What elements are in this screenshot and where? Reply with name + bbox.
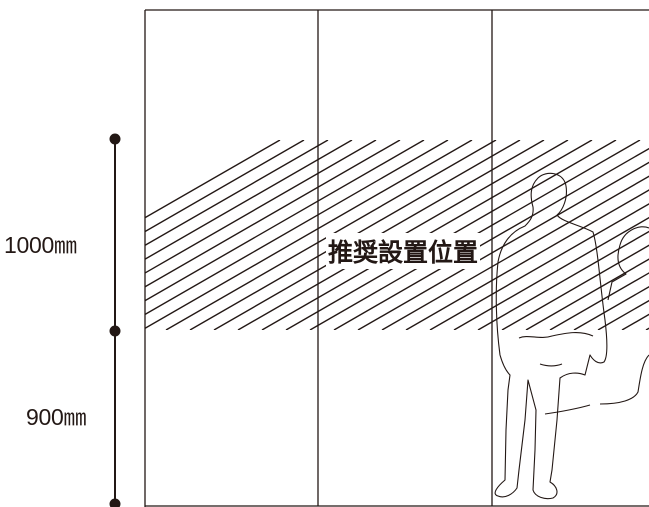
hatch-line: [573, 286, 649, 330]
hatch-line: [405, 189, 649, 330]
dimension-marker-middle: [109, 325, 121, 337]
hatch-line: [145, 140, 401, 288]
hatch-line: [145, 140, 473, 330]
hatch-line: [145, 140, 305, 233]
recommended-zone-label: 推奨設置位置: [326, 233, 481, 269]
dimension-marker-top: [109, 133, 121, 145]
dimension-marker-bottom: [109, 498, 121, 507]
hatch-line: [453, 216, 649, 330]
recommended-zone-hatching: [145, 140, 649, 330]
hatch-line: [621, 313, 649, 330]
hatch-line: [333, 147, 649, 330]
hatch-line: [145, 140, 377, 274]
hatch-line: [525, 258, 649, 330]
hatch-line: [145, 140, 329, 247]
hatch-line: [145, 140, 281, 219]
dimension-label-lower: 900㎜: [26, 404, 87, 430]
hatch-line: [357, 161, 649, 330]
hatch-line: [145, 140, 425, 302]
hatch-line: [381, 175, 649, 330]
hatch-line: [549, 272, 649, 330]
hatch-line: [145, 140, 353, 260]
hatch-line: [477, 230, 649, 330]
dimension-line: [109, 133, 121, 507]
hatch-line: [501, 244, 649, 330]
person-silhouette-front: [494, 172, 608, 500]
wall-frame: [144, 9, 649, 507]
person-silhouette-back: [544, 226, 649, 415]
hatch-line: [145, 140, 449, 316]
dimension-label-upper: 1000㎜: [4, 232, 77, 258]
hatch-line: [429, 203, 649, 330]
